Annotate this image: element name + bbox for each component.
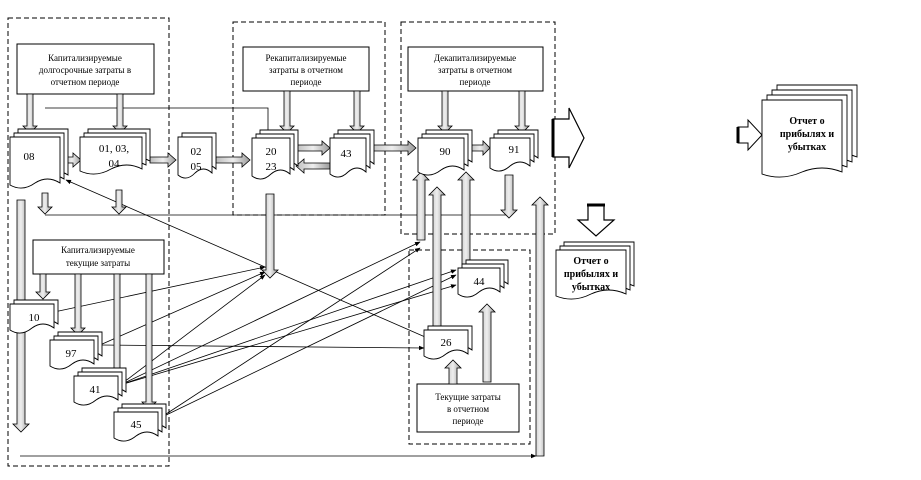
report-mid-document-sheet (555, 249, 627, 300)
report-mid-line2: прибылях и (564, 269, 618, 280)
svg-text:периоде: периоде (453, 416, 484, 426)
report-top-line2: прибылях и (780, 129, 834, 140)
account-90-document (417, 129, 473, 176)
account-43-document (329, 129, 375, 178)
svg-text:Рекапитализируемые: Рекапитализируемые (266, 53, 347, 63)
input-arrow-report (736, 118, 763, 152)
account-44-document (457, 259, 509, 298)
account-44-document-sheet (457, 267, 501, 298)
group-frame-left (7, 17, 170, 467)
report-mid-line1: Отчет о (573, 256, 608, 267)
label-capitalized-current: Капитализируемые текущие затраты (32, 239, 165, 275)
account-43-label: 43 (341, 148, 353, 160)
account-20-23-document-sheet (251, 137, 291, 180)
account-10-document-sheet (9, 303, 55, 334)
account-97-document-sheet (49, 339, 95, 370)
account-45-label: 45 (131, 419, 143, 431)
account-90-label: 90 (440, 146, 452, 158)
account-01-03-04-document-sheet (79, 136, 143, 175)
account-97-label: 97 (66, 348, 78, 360)
svg-text:Текущие затраты: Текущие затраты (435, 392, 501, 402)
svg-text:текущие затраты: текущие затраты (66, 258, 130, 268)
report-top-line1: Отчет о (789, 116, 824, 127)
account-20-23-label-line1: 20 (266, 146, 278, 158)
report-top-document-sheet (761, 99, 843, 178)
output-arrow-right (551, 107, 585, 169)
account-41-document-sheet (73, 375, 119, 406)
svg-text:затраты в отчетном: затраты в отчетном (269, 65, 343, 75)
thin-connectors (20, 107, 537, 459)
account-91-label: 91 (509, 144, 520, 156)
account-01-03-04-label-line1: 01, 03, (99, 143, 130, 155)
account-02-05-label-line2: 05 (191, 161, 203, 173)
svg-text:Декапитализируемые: Декапитализируемые (434, 53, 516, 63)
account-documents (9, 84, 858, 442)
svg-text:затраты в отчетном: затраты в отчетном (438, 65, 512, 75)
account-01-03-04-document (79, 128, 151, 175)
svg-text:в отчетном: в отчетном (447, 404, 489, 414)
account-26-document (423, 325, 473, 360)
account-10-document (9, 299, 59, 334)
account-20-23-document (251, 129, 299, 180)
account-45-document (113, 403, 167, 442)
account-91-document (489, 129, 539, 172)
account-02-05-document-sheet (177, 136, 213, 179)
account-43-document-sheet (329, 137, 367, 178)
account-08-document-sheet (9, 136, 61, 189)
account-01-03-04-label-line2: 04 (109, 158, 121, 170)
account-41-label: 41 (90, 384, 101, 396)
account-45-document-sheet (113, 411, 159, 442)
report-mid-document (555, 241, 635, 300)
account-08-label: 08 (24, 151, 36, 163)
report-top-line3: убытках (788, 142, 826, 153)
svg-text:отчетном периоде: отчетном периоде (51, 77, 120, 87)
account-91-document-sheet (489, 137, 531, 172)
label-capitalized-long-term: Капитализируемые долгосрочные затраты в … (16, 43, 155, 95)
account-26-label: 26 (441, 337, 453, 349)
account-20-23-label-line2: 23 (266, 161, 278, 173)
account-02-05-document (177, 132, 217, 179)
svg-text:Капитализируемые: Капитализируемые (61, 245, 135, 255)
thick-horizontal-flows (62, 140, 491, 174)
label-current-costs: Текущие затраты в отчетном периоде (416, 383, 520, 433)
account-02-05-label-line1: 02 (191, 146, 202, 158)
account-26-document-sheet (423, 329, 469, 360)
report-top-document (761, 84, 858, 178)
svg-text:долгосрочные затраты в: долгосрочные затраты в (39, 65, 131, 75)
svg-text:Капитализируемые: Капитализируемые (48, 53, 122, 63)
account-41-document (73, 367, 127, 406)
account-97-document (49, 331, 103, 370)
label-recapitalized: Рекапитализируемые затраты в отчетном пе… (242, 46, 370, 92)
account-90-document-sheet (417, 137, 465, 176)
report-mid-line3: убытках (572, 282, 610, 293)
account-08-document (9, 128, 69, 189)
output-arrow-down (576, 203, 616, 237)
svg-text:периоде: периоде (460, 77, 491, 87)
account-10-label: 10 (29, 312, 41, 324)
label-decapitalized: Декапитализируемые затраты в отчетном пе… (407, 46, 544, 92)
account-44-label: 44 (474, 276, 486, 288)
svg-text:периоде: периоде (291, 77, 322, 87)
